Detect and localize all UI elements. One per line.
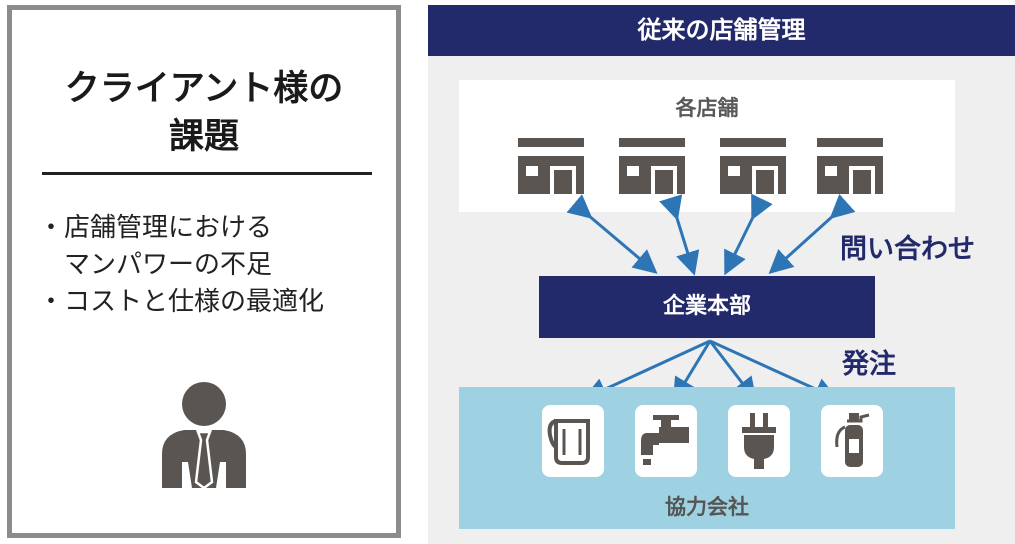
- storefront-icon: [518, 138, 584, 194]
- fire-extinguisher-icon: [821, 405, 883, 477]
- order-label: 発注: [842, 349, 896, 380]
- title-line-2: 課題: [168, 117, 239, 157]
- client-issues-title: クライアント様の 課題: [12, 65, 396, 161]
- panel-header: 従来の店舗管理: [428, 5, 1015, 56]
- inquiry-arrow: [768, 194, 856, 275]
- faucet-icon: [635, 405, 697, 477]
- power-plug-icon: [728, 405, 790, 477]
- traditional-store-management-panel: 従来の店舗管理 各店舗: [428, 5, 1015, 544]
- issue-list: ・店舗管理における マンパワーの不足 ・コストと仕様の最適化: [38, 210, 324, 321]
- issue-item-continuation: マンパワーの不足: [64, 250, 273, 280]
- inquiry-arrow: [724, 193, 773, 276]
- cleaning-cloth-icon: [542, 405, 604, 477]
- issue-item: ・コストと仕様の最適化: [38, 287, 325, 317]
- inquiry-arrow: [566, 194, 658, 274]
- storefront-icon: [619, 138, 685, 194]
- stores-box: 各店舗: [459, 80, 955, 212]
- businessman-icon: [162, 382, 246, 488]
- stores-label: 各店舗: [675, 96, 739, 120]
- divider: [42, 172, 372, 175]
- inquiry-arrow: [659, 194, 700, 276]
- title-line-1: クライアント様の: [64, 69, 344, 109]
- issue-item: ・店舗管理における: [38, 213, 273, 243]
- partners-label: 協力会社: [665, 495, 749, 519]
- client-issues-panel: クライアント様の 課題 ・店舗管理における マンパワーの不足 ・コストと仕様の最…: [7, 5, 401, 538]
- storefront-icon: [720, 138, 786, 194]
- inquiry-label: 問い合わせ: [840, 234, 975, 265]
- partners-box: 協力会社: [459, 387, 955, 529]
- headquarters-box: 企業本部: [539, 276, 875, 338]
- storefront-icon: [817, 138, 883, 194]
